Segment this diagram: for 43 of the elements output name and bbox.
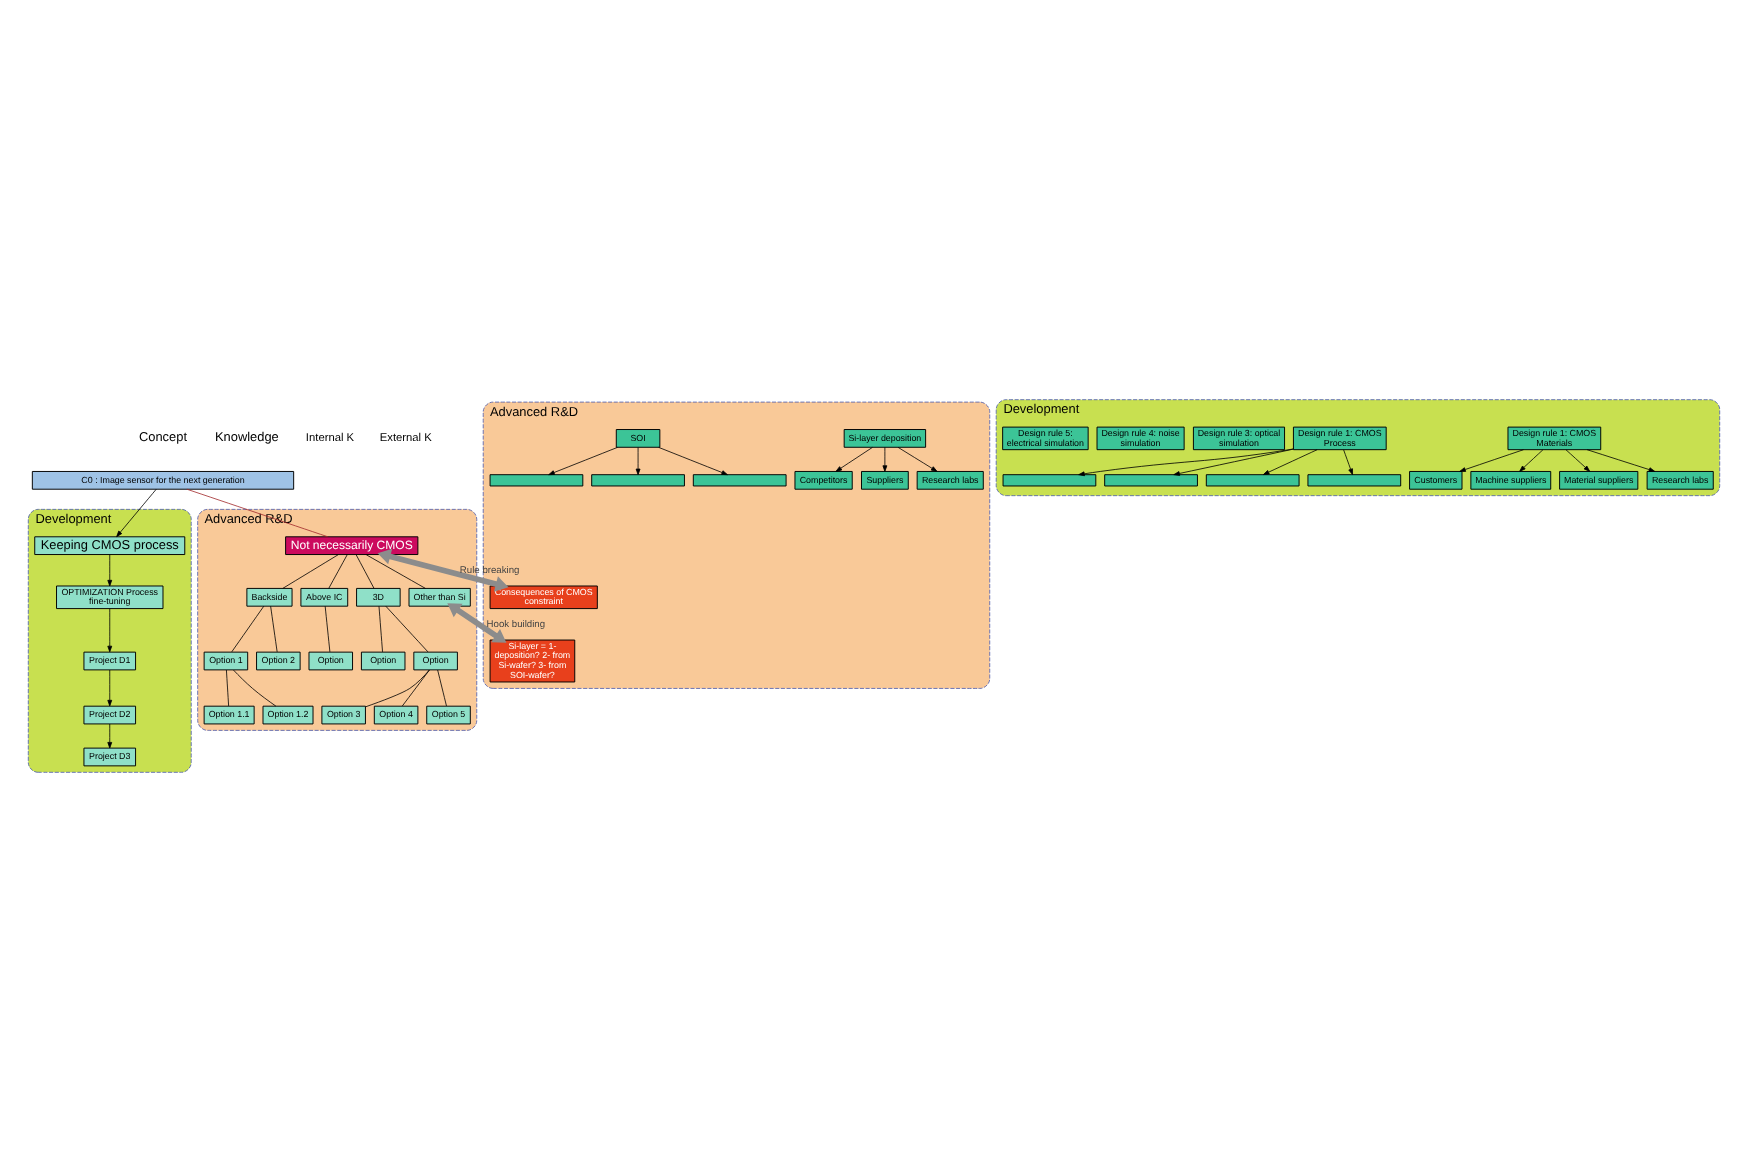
connector: [437, 668, 447, 706]
connector: [324, 604, 331, 652]
node-box: [1002, 473, 1097, 486]
arrow: [1078, 447, 1294, 476]
arrow: [835, 445, 873, 471]
arrow: [658, 445, 728, 475]
arrow: [1586, 448, 1656, 471]
arrow: [1459, 448, 1524, 471]
arrow: [447, 602, 507, 642]
node-box: [1104, 473, 1198, 486]
arrow: [107, 722, 113, 748]
connector: [270, 604, 278, 652]
arrow: [897, 445, 938, 471]
arrow: [548, 445, 618, 475]
arrow: [107, 668, 113, 706]
node-box: [692, 473, 787, 486]
arrow: [882, 445, 888, 471]
connector: [231, 604, 265, 652]
arrow: [116, 487, 157, 537]
connector: [328, 553, 348, 588]
node-box: [1307, 473, 1402, 486]
connector: [186, 487, 329, 537]
connector: [378, 604, 383, 652]
node-box: [591, 473, 685, 486]
connector: [401, 668, 430, 706]
arrow: [107, 553, 113, 586]
connector: [355, 553, 375, 588]
arrow: [1343, 448, 1353, 475]
arrow: [1519, 448, 1544, 471]
connector: [385, 604, 429, 652]
arrow: [1565, 448, 1591, 471]
arrow: [635, 445, 641, 475]
arrow: [107, 607, 113, 652]
arrow: [377, 547, 509, 591]
connector: [365, 553, 426, 588]
connector: [226, 668, 230, 706]
arrow: [1262, 448, 1318, 474]
node-box: [489, 473, 584, 486]
connector: [282, 553, 339, 588]
connector: [365, 668, 430, 707]
node-box: [1205, 473, 1300, 486]
connector: [233, 668, 277, 706]
arrow: [1173, 447, 1294, 475]
